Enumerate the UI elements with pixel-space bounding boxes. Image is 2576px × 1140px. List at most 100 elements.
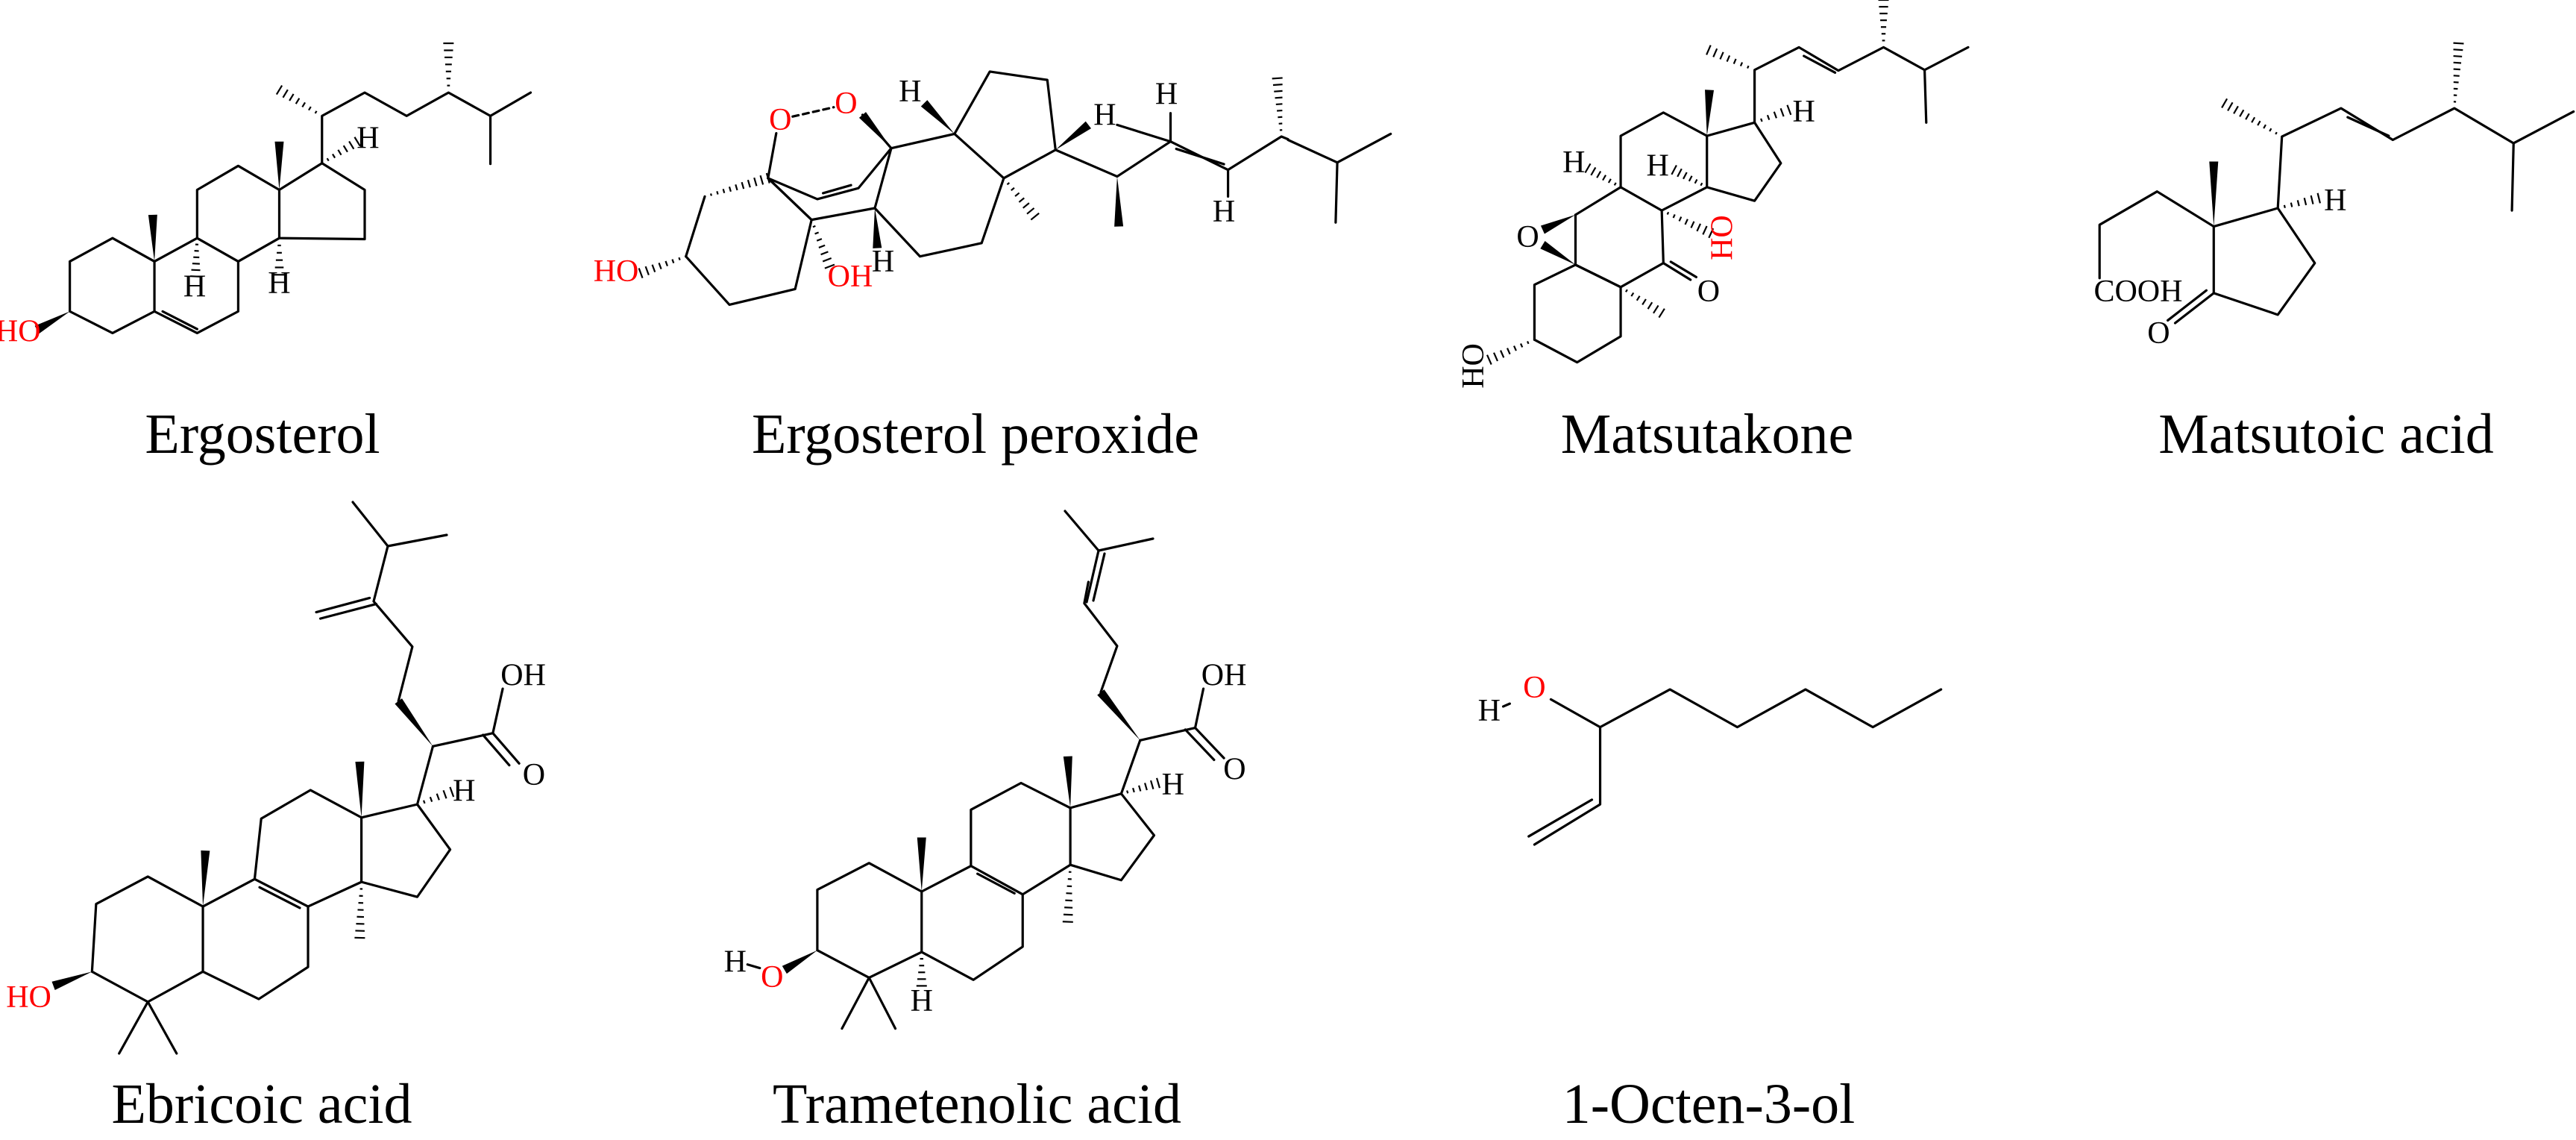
wedge-bond [1063,756,1072,808]
wedge-bond [51,971,92,991]
hashed-bond [1760,104,1792,122]
bond [351,501,389,603]
atom-label: H [183,269,206,304]
atom-label: O [1223,753,1245,787]
bond [1083,580,1119,694]
atom-label: COOH [2093,275,2182,309]
bond [1097,537,1155,552]
bond [1598,688,1943,729]
compound-name: Ebricoic acid [111,1073,412,1136]
bond [2276,107,2575,210]
atom-label: H [1562,145,1585,180]
atom-label: O [835,87,857,121]
bond [970,781,1072,896]
bond [315,596,371,614]
bond [386,533,448,548]
hashed-bond [1878,0,1889,42]
atom-label: H [724,945,747,979]
atom-label: H [1155,77,1178,111]
bond [1527,798,1594,838]
atom-label: HO [594,254,639,289]
bond [491,732,521,765]
bond [1662,262,1692,281]
wedge-bond [1540,214,1576,234]
bond [920,865,1024,981]
hashed-bond [1625,289,1665,319]
bond [1501,702,1511,708]
bond [1923,69,1928,124]
atom-label: H [356,122,379,156]
bond [767,147,893,201]
atom-label: H [872,245,894,279]
hashed-bond [1126,777,1160,794]
atom-label: O [761,960,783,995]
wedge-bond [1055,121,1091,150]
bond [791,106,835,118]
atom-label: HO [1457,343,1491,389]
atom-label: O [1516,220,1539,254]
hashed-bond [443,42,454,87]
bond [1533,726,1602,846]
hashed-bond [1006,182,1040,221]
bond [431,687,504,748]
bond [2346,116,2390,137]
compound-name: Ergosterol [145,403,380,466]
atom-label: HO [1706,215,1740,260]
compound-name: Matsutakone [1561,403,1854,466]
atom-label: H [453,774,475,808]
atom-label: H [1213,195,1235,229]
atom-label: H [1646,149,1668,184]
hashed-bond [916,958,927,987]
wedge-bond [873,208,882,248]
bond [253,789,363,908]
bond [201,877,310,1000]
hashed-bond [2221,98,2278,135]
atom-label: H [1478,694,1501,728]
bond [1619,111,1709,212]
bond [822,184,852,195]
bond [873,132,1005,258]
bond [1184,728,1216,762]
hashed-bond [638,257,681,278]
atom-label: HO [6,980,51,1015]
hashed-bond [190,243,201,278]
compound-name: Ergosterol peroxide [752,403,1199,466]
hashed-bond [709,172,770,196]
wedge-bond [355,761,365,818]
bond [1092,552,1106,602]
bond [1119,739,1142,795]
bond [2173,292,2215,325]
bond [2098,190,2215,280]
bond [415,745,435,806]
hashed-bond [2453,42,2464,103]
atom-label: H [1162,768,1184,802]
wedge-bond [1540,240,1576,265]
bond [1334,161,1339,224]
bond [153,237,240,334]
bond [953,70,1057,180]
bond [1753,46,1970,124]
bond [1116,123,1172,143]
atom-label: H [2324,184,2346,218]
bond [1064,510,1100,604]
atom-label: O [2147,316,2170,351]
bond [767,147,893,222]
wedge-bond [2209,161,2219,227]
hashed-bond [1671,164,1703,187]
atom-label: H [1093,98,1116,132]
bond [258,886,301,909]
atom-label: O [1697,275,1720,309]
bond [1139,687,1205,742]
compound-name: 1-Octen-3-ol [1562,1073,1856,1136]
hashed-bond [1062,871,1073,923]
wedge-bond [395,698,433,747]
wedge-bond [920,100,955,134]
hashed-bond [326,137,361,162]
wedge-bond [148,214,157,262]
hashed-bond [275,84,318,114]
bond [1069,792,1156,882]
